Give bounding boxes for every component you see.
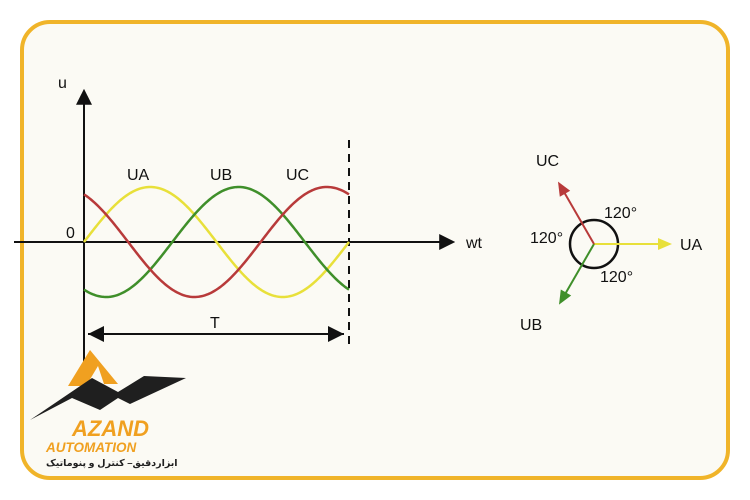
waveform-uc	[83, 185, 350, 299]
diagram-frame	[20, 20, 730, 480]
y-axis-label: u	[58, 75, 67, 92]
phasor-label-ub: UB	[520, 317, 542, 334]
period-arrow-right-icon	[328, 326, 344, 342]
phase-waveforms	[83, 185, 350, 299]
period-indicator: T	[88, 315, 344, 342]
logo-peak-orange	[68, 350, 118, 386]
phasor-ub-arrow-icon	[559, 289, 572, 305]
x-axis-label: wt	[465, 235, 483, 252]
waveform-ua	[83, 185, 350, 299]
azand-logo: AZAND AUTOMATION ابزاردقیق– کنترل و پنوم…	[30, 350, 186, 469]
angle-label-upper-right: 120°	[604, 205, 637, 222]
origin-label: 0	[66, 225, 75, 242]
period-label: T	[210, 315, 220, 332]
waveform-label-ub: UB	[210, 167, 232, 184]
logo-name: AZAND	[71, 416, 149, 441]
logo-wing	[30, 376, 186, 420]
phasor-label-ua: UA	[680, 237, 703, 254]
waveform-label-ua: UA	[127, 167, 150, 184]
waveform-label-uc: UC	[286, 167, 309, 184]
phasor-diagram: UA UB UC 120° 120° 120°	[520, 153, 703, 334]
period-arrow-left-icon	[88, 326, 104, 342]
phasor-ub	[563, 243, 595, 297]
phasor-label-uc: UC	[536, 153, 559, 170]
angle-label-lower-right: 120°	[600, 269, 633, 286]
logo-tagline: AUTOMATION	[45, 440, 136, 455]
phasor-uc	[562, 189, 595, 245]
logo-subtitle: ابزاردقیق– کنترل و پنوماتیک	[46, 458, 178, 469]
phasor-uc-arrow-icon	[558, 181, 571, 197]
angle-label-left: 120°	[530, 230, 563, 247]
phasor-ua-arrow-icon	[658, 238, 672, 250]
waveform-ub	[83, 185, 350, 299]
